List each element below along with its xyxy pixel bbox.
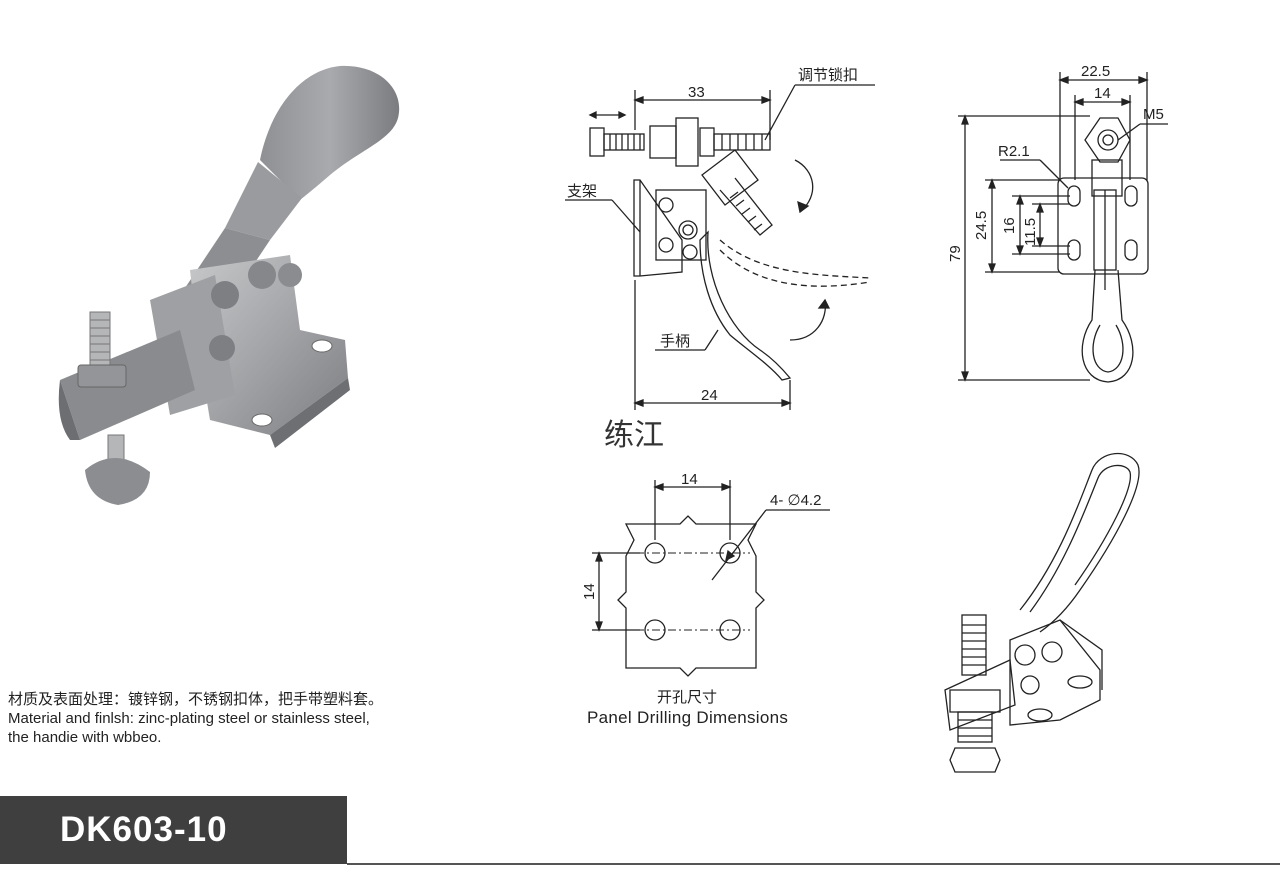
front-label-radius: R2.1 [998,143,1030,160]
footer-divider [347,863,1280,865]
side-dim-bottom: 24 [701,387,718,404]
drill-caption-cn: 开孔尺寸 [657,688,718,706]
front-dim-height: 79 [947,245,964,262]
drill-dim-h: 14 [681,471,698,488]
drill-hole-label: 4- ∅4.2 [770,492,821,509]
drill-dim-v: 14 [581,583,598,600]
material-description: 材质及表面处理：镀锌钢，不锈钢扣体，把手带塑料套。 Material and f… [8,690,383,747]
label-handle: 手柄 [660,332,690,350]
side-dim-top: 33 [688,84,705,101]
front-label-thread: M5 [1143,106,1164,123]
watermark-text: 练江 [604,418,664,453]
front-dim-width: 22.5 [1081,63,1110,80]
front-dim-hole-span: 14 [1094,85,1111,102]
label-bracket: 支架 [567,182,597,200]
label-adjust-lock: 调节锁扣 [798,66,858,84]
model-banner: DK603-10 [0,796,347,864]
front-dim-a: 24.5 [973,211,990,240]
drill-caption-en: Panel Drilling Dimensions [587,708,789,727]
material-line-cn: 材质及表面处理：镀锌钢，不锈钢扣体，把手带塑料套。 [8,691,384,708]
material-line-en2: the handie with wbbeo. [8,729,162,746]
front-dim-b: 16 [1001,217,1018,234]
front-dim-c: 11.5 [1022,218,1039,246]
model-number: DK603-10 [60,810,228,849]
material-line-en1: Material and finlsh: zinc-plating steel … [8,710,370,727]
